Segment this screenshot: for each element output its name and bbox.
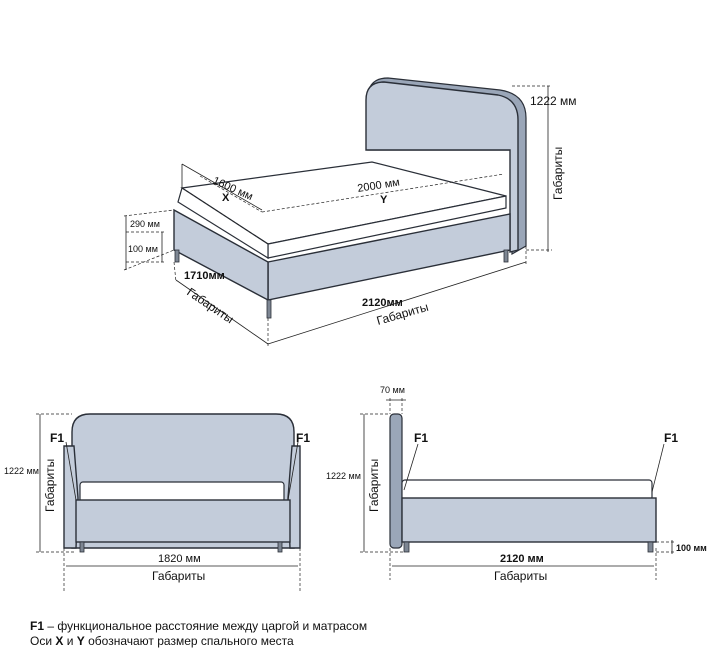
side-headboard (389, 413, 403, 549)
front-f1-left: F1 (50, 431, 64, 445)
side-f1-left: F1 (414, 431, 428, 445)
iso-headboard-face (365, 81, 519, 253)
side-f1-right: F1 (664, 431, 678, 445)
note-f1: F1 – функциональное расстояние между цар… (30, 619, 367, 634)
iso-view: 1600 мм X 2000 мм Y 290 мм 100 мм 1710мм… (123, 77, 577, 346)
note-axes: Оси X и Y обозначают размер спального ме… (30, 634, 367, 649)
iso-axis-x: X (222, 192, 230, 204)
front-leg (277, 541, 283, 553)
note-axes-and: и (63, 634, 77, 648)
side-height-label: 1222 мм (326, 471, 361, 481)
front-leg (79, 541, 85, 553)
front-f1-right: F1 (296, 431, 310, 445)
front-side-right (287, 445, 301, 549)
iso-axis-y: Y (380, 194, 388, 206)
side-leg-height-label: 100 мм (676, 543, 707, 553)
side-base (401, 497, 657, 543)
legend-notes: F1 – функциональное расстояние между цар… (30, 619, 367, 649)
note-f1-text: – функциональное расстояние между царгой… (44, 619, 368, 633)
side-leg (647, 541, 654, 553)
note-axis-x: X (55, 634, 64, 648)
front-width-caption: Габариты (152, 569, 205, 583)
iso-outer-width-label: 1710мм (184, 270, 225, 282)
iso-height-total-label: 290 мм (130, 219, 160, 229)
front-height-label: 1222 мм (4, 466, 39, 476)
iso-leg (503, 249, 509, 263)
side-leg (403, 541, 410, 553)
iso-headboard-height-label: 1222 мм (530, 94, 577, 108)
iso-headboard-caption: Габариты (551, 147, 565, 200)
side-length-caption: Габариты (494, 569, 547, 583)
iso-outer-length-label: 2120мм (362, 297, 403, 309)
iso-leg (174, 249, 180, 263)
side-view: 70 мм F1 F1 1222 мм Габариты 100 мм 2120… (326, 385, 707, 583)
side-top-thickness-label: 70 мм (380, 385, 405, 395)
iso-mattress-foot (177, 187, 269, 260)
side-height-caption: Габариты (367, 459, 381, 512)
side-length-label: 2120 мм (500, 553, 544, 565)
front-height-caption: Габариты (43, 459, 57, 512)
iso-outer-width-caption: Габариты (184, 285, 236, 326)
front-view: F1 F1 1222 мм Габариты 1820 мм Габариты (4, 413, 310, 592)
note-axis-y: Y (76, 634, 85, 648)
iso-height-leg-label: 100 мм (128, 244, 158, 254)
front-width-label: 1820 мм (158, 553, 201, 565)
note-axes-text: обозначают размер спального места (84, 634, 294, 648)
note-f1-term: F1 (30, 619, 45, 633)
iso-leg (266, 299, 272, 319)
front-mattress (79, 481, 285, 503)
note-axes-prefix: Оси (30, 634, 56, 648)
side-mattress (401, 479, 653, 501)
front-base (75, 499, 291, 543)
